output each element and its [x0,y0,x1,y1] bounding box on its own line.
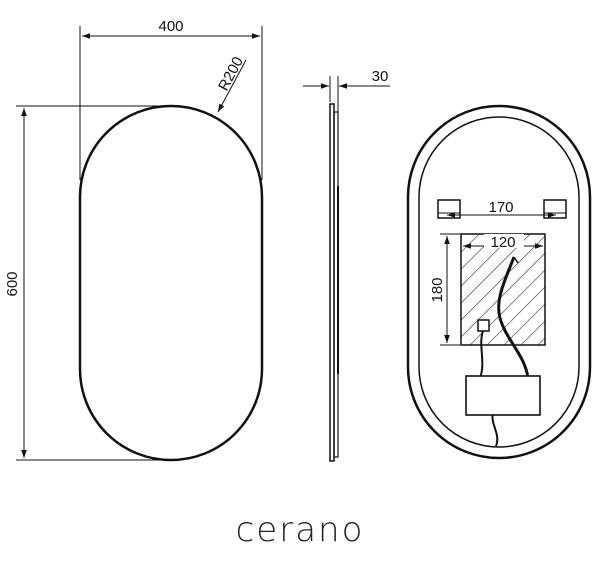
power-cable [497,256,530,379]
bracket-spacing-label: 170 [488,199,513,216]
box-width-label-backdrop [484,234,524,248]
width-label: 400 [158,18,183,35]
brand-logo-text: cerano [235,510,365,550]
front-mirror-outline [78,104,264,462]
side-view: 30 [303,68,390,462]
rear-view: 170 120 180 [406,104,592,460]
front-view: 400 600 R200 [4,18,264,462]
box-width-label: 120 [490,234,515,251]
touch-sensor [477,319,490,332]
depth-label: 30 [372,68,389,85]
led-cable [491,412,499,447]
radius-leader [217,59,247,113]
power-cable-end [511,256,519,265]
radius-label: R200 [215,54,247,94]
rear-outer-outline [406,104,592,460]
height-label: 600 [4,271,21,296]
side-profile-back [329,103,335,462]
led-driver-box [465,375,541,416]
rear-inner-outline [418,116,580,448]
sensor-cable [479,330,484,379]
box-height-label: 180 [429,277,446,302]
